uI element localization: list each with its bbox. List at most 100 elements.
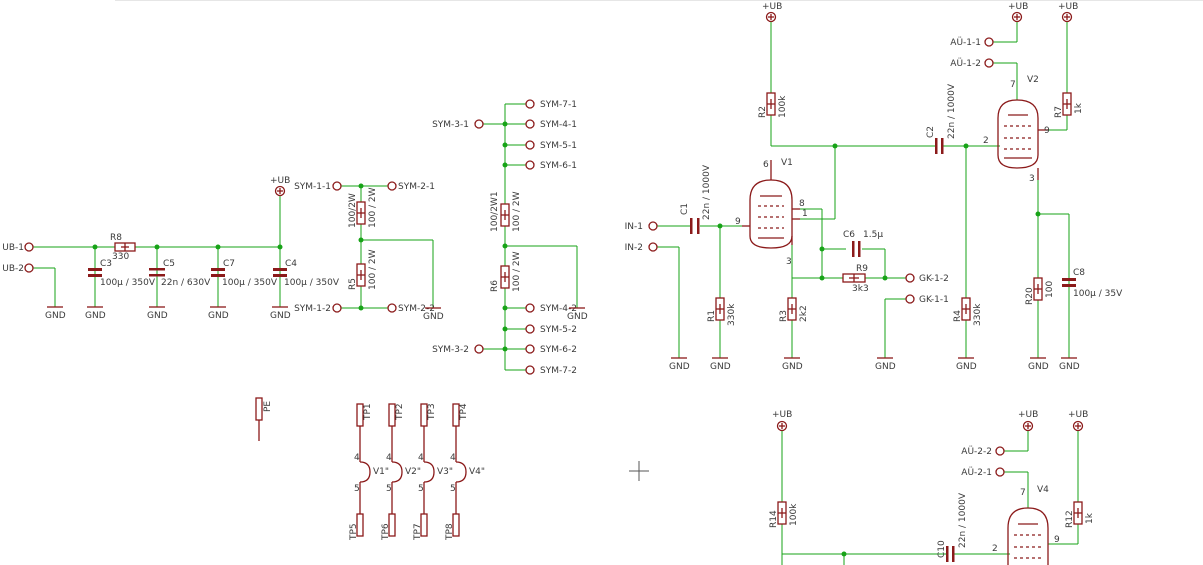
svg-text:9: 9 [1054,535,1060,545]
connector-sym-2-1[interactable]: SYM-2-1 [387,181,435,192]
connector-sym-4-2[interactable]: SYM-4-2 [525,303,577,314]
pe-connector[interactable]: PE [255,397,273,441]
svg-text:3k3: 3k3 [852,284,869,294]
svg-text:SYM-4-2: SYM-4-2 [540,304,577,314]
connector-au-2-1[interactable]: AÜ-2-1 [961,467,1005,478]
capacitor-c8[interactable]: C8 100µ / 35V [1062,268,1123,299]
resistor-r5b[interactable]: 100/2W 100 / 2W [348,187,378,228]
resistor-r5[interactable]: R5 100 / 2W [348,249,378,290]
connector-au-1-1[interactable]: AÜ-1-1 [950,37,994,48]
connector-sym-6-2[interactable]: SYM-6-2 [525,344,577,355]
gnd-symbol: GND [147,306,168,321]
capacitor-c7[interactable]: C7 100µ / 350V [211,259,278,288]
resistor-r6[interactable]: R6 100 / 2W [490,251,522,292]
resistor-r1[interactable]: R1 330k [707,297,737,326]
test-point-label: TP8 [445,523,455,541]
svg-text:SYM-6-1: SYM-6-1 [540,161,577,171]
connector-gk-1-1[interactable]: GK-1-1 [905,294,949,305]
component-ref: C4 [285,259,297,269]
svg-text:R3: R3 [779,310,789,322]
connector-sym-7-2[interactable]: SYM-7-2 [525,365,577,376]
connector-sym-3-2[interactable]: SYM-3-2 [432,344,484,355]
svg-text:R9: R9 [856,264,868,274]
connector-ub-2[interactable]: UB-2 [2,263,34,274]
connector-sym-5-2[interactable]: SYM-5-2 [525,324,577,335]
svg-text:GND: GND [147,311,168,321]
tube-v2[interactable]: V2 7 2 9 3 [983,75,1050,184]
svg-text:3: 3 [786,257,792,267]
svg-text:GND: GND [85,311,106,321]
svg-text:AÜ-2-2: AÜ-2-2 [961,446,992,457]
svg-text:22n / 1000V: 22n / 1000V [958,492,968,548]
svg-text:SYM-2-2: SYM-2-2 [398,304,435,314]
connector-sym-6-1[interactable]: SYM-6-1 [525,160,577,171]
net-label: UB-2 [2,264,24,274]
resistor-r4[interactable]: R4 330k [953,297,983,326]
heater-label: V3" [437,467,453,477]
tube-v1[interactable]: V1 6 8 1 9 3 [735,158,808,267]
svg-text:7: 7 [1020,488,1026,498]
svg-text:+UB: +UB [1058,2,1078,12]
capacitor-c3[interactable]: C3 100µ / 350V [88,259,156,288]
resistor-r2[interactable]: R2 100k [758,92,788,118]
tube-v4[interactable]: V4 7 2 9 [992,485,1060,565]
resistor-r7[interactable]: R7 1k [1054,92,1084,118]
connector-sym-1-2[interactable]: SYM-1-2 [294,303,342,314]
test-points: TP1V1"45TP5TP2V2"45TP6TP3V3"45TP7TP4V4"4… [349,403,485,541]
connector-sym-1-1[interactable]: SYM-1-1 [294,181,342,192]
connector-au-2-2[interactable]: AÜ-2-2 [961,446,1005,457]
svg-text:GND: GND [710,362,731,372]
connector-sym-2-2[interactable]: SYM-2-2 [387,303,435,314]
resistor-r14[interactable]: R14 100k [769,501,799,528]
svg-text:V4: V4 [1037,485,1049,495]
svg-text:GND: GND [567,312,588,322]
resistor-r20[interactable]: R20 100 [1025,277,1055,305]
svg-text:SYM-3-1: SYM-3-1 [432,120,469,130]
svg-text:GND: GND [956,362,977,372]
supply-ub-v2-b: +UB [1058,2,1078,23]
svg-text:1: 1 [802,209,808,219]
svg-text:SYM-6-2: SYM-6-2 [540,345,577,355]
resistor-r12[interactable]: R12 1k [1065,501,1095,528]
capacitor-c6[interactable]: C6 1.5µ [843,230,883,257]
supply-ub-v2-a: +UB [1008,2,1028,23]
capacitor-c2[interactable]: C2 22n / 1000V [926,83,957,154]
svg-text:SYM-5-2: SYM-5-2 [540,325,577,335]
connector-in-2[interactable]: IN-2 [625,242,658,253]
resistor-r9[interactable]: R9 3k3 [842,264,869,294]
component-value: 100µ / 350V [100,278,156,288]
connector-ub-1[interactable]: UB-1 [2,242,34,253]
test-point-label: TP5 [349,523,359,541]
connector-gk-1-2[interactable]: GK-1-2 [905,273,949,284]
capacitor-c4[interactable]: C4 100µ / 350V [273,259,340,288]
resistor-r3[interactable]: R3 2k2 [779,297,809,322]
connector-au-1-2[interactable]: AÜ-1-2 [950,58,994,69]
connector-sym-4-1[interactable]: SYM-4-1 [525,119,577,130]
resistor-r6b[interactable]: 100/2W1 100 / 2W [490,191,522,232]
gnd-symbol: GND [782,357,803,372]
svg-text:22n / 1000V: 22n / 1000V [702,164,712,220]
capacitor-c1[interactable]: C1 22n / 1000V [680,164,712,234]
connector-sym-7-1[interactable]: SYM-7-1 [525,99,577,110]
capacitor-c5[interactable]: C5 22n / 630V [149,259,211,288]
connector-sym-5-1[interactable]: SYM-5-1 [525,140,577,151]
svg-text:SYM-1-1: SYM-1-1 [294,182,331,192]
gnd-symbol: GND [270,306,291,321]
capacitor-c10[interactable]: C10 22n / 1000V [937,492,968,562]
stage-4-section: +UB +UB +UB AÜ-2-2 AÜ-2-1 R14 100k [769,410,1095,565]
svg-text:SYM-1-2: SYM-1-2 [294,304,331,314]
svg-text:7: 7 [1010,80,1016,90]
resistor-r8[interactable]: R8 330 [110,233,136,262]
heater-label: V1" [373,467,389,477]
svg-text:6: 6 [763,160,769,170]
connector-sym-3-1[interactable]: SYM-3-1 [432,119,484,130]
test-point-label: TP4 [459,403,469,421]
connector-in-1[interactable]: IN-1 [625,221,658,232]
svg-text:GND: GND [1059,362,1080,372]
svg-text:R7: R7 [1054,106,1064,118]
